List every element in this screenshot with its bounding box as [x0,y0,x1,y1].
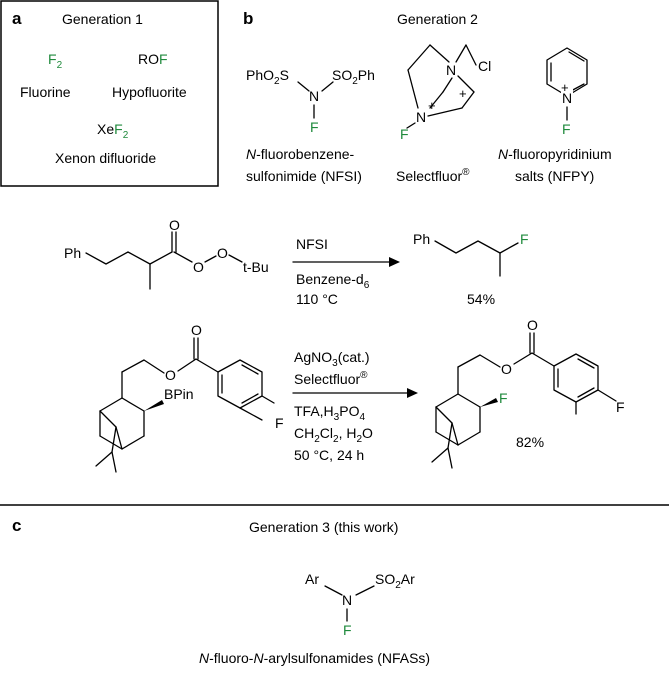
fluorine-formula: F2 [48,51,63,71]
reaction2-yield: 82% [516,434,544,450]
panel-a-border [0,0,219,187]
nfsi-name: N-fluorobenzene- [246,146,355,162]
reaction1-solvent: Benzene-d6 [296,271,370,291]
panel-b-title: Generation 2 [397,11,478,27]
nfsi-name-line2: sulfonimide (NFSI) [246,168,362,184]
nfas-name: N-fluoro-N-arylsulfonamides (NFASs) [199,650,430,666]
panel-b-letter: b [243,9,253,28]
nfpy-nitrogen: N [562,90,572,106]
nfas-aryl: Ar [305,571,319,587]
panel-c-letter: c [12,516,21,535]
panel-c: c Generation 3 (this work) Ar SO2Ar N F … [12,516,430,666]
substrate1-o2: O [217,245,228,261]
panel-c-title: Generation 3 (this work) [249,519,398,535]
reaction1-substrate: Ph O O O t-Bu [64,217,269,290]
panel-borders [0,0,669,506]
substrate2-bpin: BPin [164,386,194,402]
selectfluor-plus-top: + [459,86,467,101]
panel-a-title: Generation 1 [62,11,143,27]
reaction1-reagent: NFSI [296,236,328,252]
reaction2-selectfluor: Selectfluor® [294,370,368,387]
reaction1-product: Ph F [413,231,529,277]
panel-a-letter: a [12,9,22,28]
nfsi-right-group: SO2Ph [332,67,375,87]
reaction2-conditions: 50 °C, 24 h [294,447,364,463]
substrate1-tbu: t-Bu [243,259,269,275]
nfsi-nitrogen: N [309,88,319,104]
hypofluorite-formula: ROF [138,51,168,67]
nfpy-structure: N + F [546,47,588,137]
nfas-structure: Ar SO2Ar N F [305,571,415,638]
product2-carbonyl-o: O [527,317,538,333]
fluorine-name: Fluorine [20,84,71,100]
reaction2-catalyst: AgNO3(cat.) [294,349,370,369]
nfpy-name: N-fluoropyridinium [498,146,612,162]
product2-fluorine-aryl: F [616,399,625,415]
substrate2-ester-o: O [165,367,176,383]
reaction1-temperature: 110 °C [296,291,338,307]
nfpy-name-line2: salts (NFPY) [515,168,594,184]
selectfluor-n-top: N [446,62,456,78]
panel-b: b Generation 2 PhO2S SO2Ph N F N-fluorob… [64,9,625,473]
substrate1-o1: O [193,259,204,275]
reaction1-yield: 54% [467,291,495,307]
selectfluor-fluorine: F [400,126,409,142]
product1-ph: Ph [413,231,430,247]
reaction2-product: F O O F [431,317,625,469]
reaction2-substrate: F O O BPin [95,322,284,473]
nfpy-plus: + [561,80,569,95]
nfpy-fluorine: F [562,121,571,137]
nfsi-left-group: PhO2S [246,67,289,87]
product2-fluorine-new: F [499,390,508,406]
product2-ester-o: O [501,361,512,377]
substrate1-ph: Ph [64,245,81,261]
xenon-difluoride-formula: XeF2 [97,121,129,141]
substrate2-carbonyl-o: O [191,322,202,338]
reaction2-solvent: CH2Cl2, H2O [294,425,373,445]
nfsi-fluorine: F [310,119,319,135]
selectfluor-n-bottom: N [416,109,426,125]
selectfluor-name: Selectfluor® [396,167,470,184]
nfsi-structure: PhO2S SO2Ph N F [246,67,375,135]
selectfluor-chlorine: Cl [478,58,491,74]
panel-a: a Generation 1 F2 Fluorine ROF Hypofluor… [12,9,187,166]
substrate2-fluorine: F [275,415,284,431]
substrate1-carbonyl-o: O [169,217,180,233]
product1-fluorine: F [520,231,529,247]
nfas-fluorine: F [343,622,352,638]
nfas-sulfonyl: SO2Ar [375,571,415,591]
reaction1-arrow [292,257,400,267]
xenon-difluoride-name: Xenon difluoride [55,150,156,166]
selectfluor-structure: N + N + F Cl [400,44,491,142]
hypofluorite-name: Hypofluorite [112,84,187,100]
reaction2-arrow [292,388,418,398]
reaction2-acid: TFA,H3PO4 [294,403,365,423]
nfas-nitrogen: N [342,592,352,608]
